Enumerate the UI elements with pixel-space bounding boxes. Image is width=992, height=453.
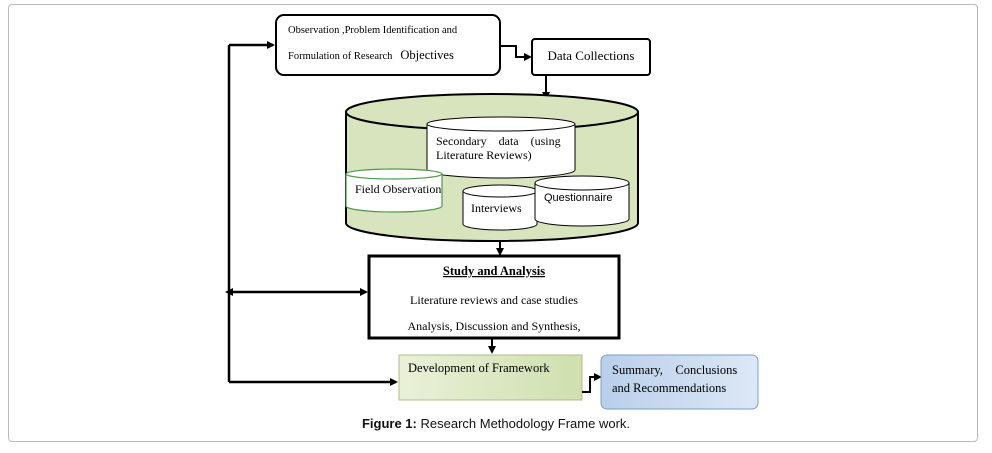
secondary-data-line2: Literature Reviews) xyxy=(436,148,532,162)
interviews-cylinder: Interviews xyxy=(462,184,538,231)
summary-line2: and Recommendations xyxy=(612,381,726,395)
framework-label: Development of Framework xyxy=(408,361,550,375)
field-observation-label: Field Observation xyxy=(355,182,441,196)
observation-line2: Formulation of Research xyxy=(288,51,393,62)
study-line2: Analysis, Discussion and Synthesis, xyxy=(407,319,580,333)
observation-objectives: Objectives xyxy=(400,48,454,62)
secondary-data-cylinder: Secondary data (using Literature Reviews… xyxy=(426,116,576,179)
caption-text: Research Methodology Frame work. xyxy=(416,416,631,431)
study-line1: Literature reviews and case studies xyxy=(410,293,578,307)
data-collections-box: Data Collections xyxy=(531,38,651,76)
secondary-data-line1: Secondary data (using xyxy=(436,134,561,148)
study-analysis-box: Study and Analysis Literature reviews an… xyxy=(367,254,621,340)
framework-box: Development of Framework xyxy=(398,354,583,401)
figure-caption: Figure 1: Research Methodology Frame wor… xyxy=(0,416,992,431)
interviews-label: Interviews xyxy=(471,201,522,215)
data-collections-label: Data Collections xyxy=(547,48,634,63)
observation-box: Observation ,Problem Identification and … xyxy=(275,14,501,76)
study-title: Study and Analysis xyxy=(443,264,545,278)
svg-text:Formulation of Research: Formulation of Research Objectives xyxy=(288,46,454,63)
questionnaire-label: Questionnaire xyxy=(544,192,613,204)
questionnaire-cylinder: Questionnaire xyxy=(534,175,630,227)
caption-label: Figure 1: xyxy=(361,416,417,431)
connector-framework-to-summary xyxy=(582,373,602,393)
summary-line1: Summary, Conclusions xyxy=(612,363,737,377)
summary-box: Summary, Conclusions and Recommendations xyxy=(600,354,759,410)
field-observation-cylinder: Field Observation xyxy=(345,168,443,213)
feedback-loop xyxy=(225,41,398,386)
observation-line1: Observation ,Problem Identification and xyxy=(288,25,458,36)
connector-obs-to-data xyxy=(500,45,532,61)
